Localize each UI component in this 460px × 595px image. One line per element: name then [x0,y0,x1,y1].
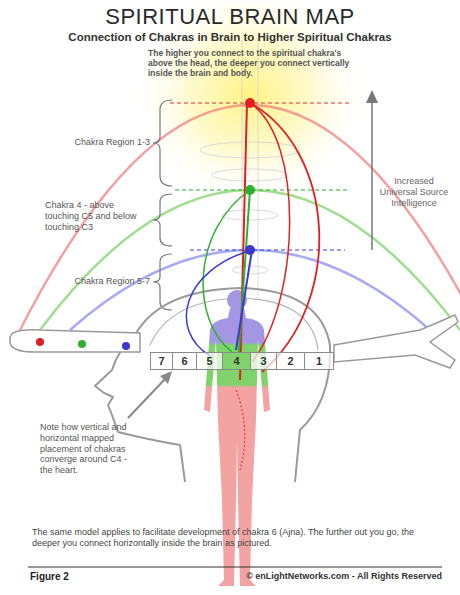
red-chakra-dot [245,98,255,108]
region-label: Chakra 4 - above touching C5 and below t… [45,200,150,232]
top-note: The higher you connect to the spiritual … [148,48,363,79]
number-cell: 4 [222,352,251,370]
source-glow [130,0,370,205]
region-label: Chakra Region 1-3 [50,137,150,148]
blue-chakra-dot [245,245,255,255]
figure-number: Figure 2 [30,571,130,583]
red-arc [20,105,460,330]
head-profile [95,288,330,482]
green-chakra-dot [78,340,86,348]
callout-number: 5 [206,355,212,367]
green-chakra-dot [245,185,255,195]
prone-legs [334,315,458,368]
red-level-line [170,103,350,104]
number-cell: 1 [304,352,334,370]
footer-rule [28,567,442,568]
axis-label: Increased Universal Source Intelligence [378,176,450,208]
number-cell: 6 [172,352,197,370]
bracket [153,194,172,246]
callout-number: 7 [158,355,164,367]
footnote: The same model applies to facilitate dev… [32,527,442,549]
bracket [153,254,172,310]
callout-number: 3 [260,355,266,367]
copyright: © enLightNetworks.com - All Rights Reser… [230,571,442,582]
bracket [153,100,172,186]
number-cell: 7 [150,352,173,370]
callout-number: 2 [287,355,293,367]
callout-note: Note how vertical and horizontal mapped … [40,422,140,476]
callout-number: 6 [181,355,187,367]
blue-level-line [190,250,345,251]
intelligence-arrow [366,90,378,250]
red-dotted-flow [236,390,245,470]
region-label: Chakra Region 5-7 [50,276,150,287]
subtitle: Connection of Chakras in Brain to Higher… [0,31,460,45]
number-cell: 5 [196,352,223,370]
number-cell: 3 [250,352,277,370]
page-title: SPIRITUAL BRAIN MAP [0,4,460,30]
prone-body [10,330,140,352]
red-loop [250,103,319,372]
red-chakra-dot [36,338,44,346]
blue-chakra-dot [122,342,130,350]
callout-number: 1 [316,355,322,367]
green-level-line [175,190,350,191]
note-leader-arrow [128,371,172,418]
callout-number: 4 [233,355,239,367]
red-loop [250,103,290,362]
number-cell: 2 [276,352,305,370]
blue-channel [236,250,252,350]
blue-loop [186,250,252,356]
